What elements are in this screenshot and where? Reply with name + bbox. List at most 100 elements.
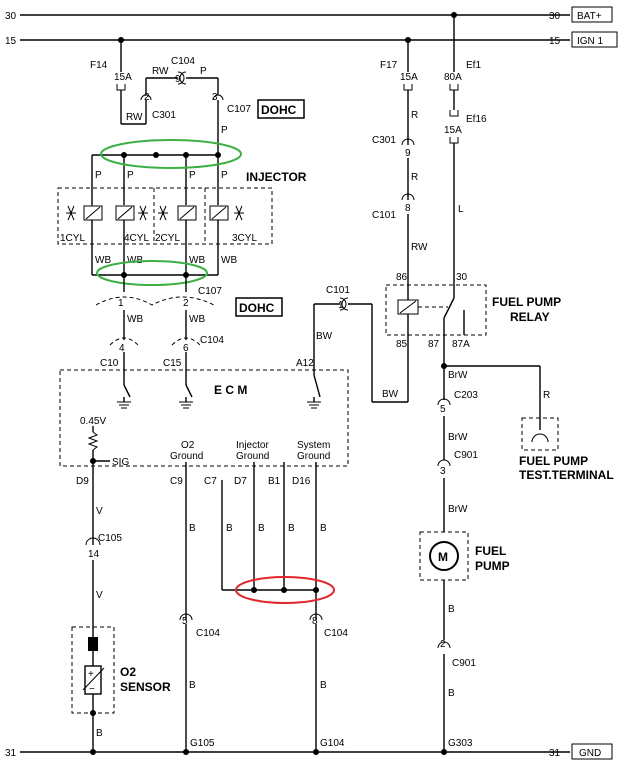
svg-text:0.45V: 0.45V — [80, 416, 106, 427]
svg-text:B: B — [320, 680, 327, 691]
c107-lower: 1 2 C107 — [95, 286, 222, 309]
svg-text:RELAY: RELAY — [510, 310, 550, 324]
ign-rail: 15 15 IGN 1 — [5, 31, 618, 48]
svg-text:RW: RW — [411, 242, 428, 253]
svg-text:−: − — [89, 684, 95, 695]
svg-text:V: V — [96, 506, 103, 517]
svg-text:+: + — [88, 669, 94, 680]
svg-text:P: P — [189, 170, 196, 181]
svg-text:C105: C105 — [98, 533, 122, 544]
svg-text:BrW: BrW — [448, 504, 468, 515]
svg-text:C7: C7 — [204, 476, 217, 487]
svg-text:8: 8 — [405, 203, 411, 214]
svg-text:DOHC: DOHC — [239, 301, 275, 315]
svg-text:G303: G303 — [448, 738, 473, 749]
c301-c104-loop: 2 RW C301 9 C104 RW P 3 C107 P — [121, 56, 251, 155]
svg-text:2CYL: 2CYL — [155, 233, 180, 244]
svg-text:WB: WB — [189, 255, 205, 266]
svg-text:C203: C203 — [454, 390, 478, 401]
svg-text:WB: WB — [127, 314, 143, 325]
ground-splice: B B B B 8 C104 B G104 — [221, 462, 348, 755]
svg-text:P: P — [95, 170, 102, 181]
svg-text:C104: C104 — [200, 335, 224, 346]
svg-text:3: 3 — [212, 92, 218, 103]
svg-text:B: B — [96, 728, 103, 739]
svg-text:GND: GND — [579, 748, 601, 759]
svg-text:B1: B1 — [268, 476, 281, 487]
svg-text:Ef16: Ef16 — [466, 114, 487, 125]
svg-text:BrW: BrW — [448, 370, 468, 381]
svg-text:Ground: Ground — [297, 451, 330, 462]
injector-p-bus: P P P P — [91, 139, 242, 205]
svg-text:SIG: SIG — [112, 457, 129, 468]
svg-text:Ground: Ground — [170, 451, 203, 462]
svg-text:G104: G104 — [320, 738, 345, 749]
svg-text:15: 15 — [5, 36, 17, 47]
svg-text:1: 1 — [338, 300, 344, 311]
svg-text:F17: F17 — [380, 60, 398, 71]
svg-text:4CYL: 4CYL — [124, 233, 149, 244]
svg-text:8: 8 — [312, 616, 318, 627]
green-highlight-top — [100, 139, 242, 169]
green-highlight-bottom — [96, 260, 208, 286]
svg-text:TEST.TERMINAL: TEST.TERMINAL — [519, 468, 614, 482]
svg-text:R: R — [411, 172, 418, 183]
svg-text:87A: 87A — [452, 339, 470, 350]
svg-text:R: R — [411, 110, 418, 121]
svg-text:PUMP: PUMP — [475, 559, 510, 573]
svg-text:C15: C15 — [163, 358, 182, 369]
svg-text:C104: C104 — [171, 56, 195, 67]
svg-text:C9: C9 — [170, 476, 183, 487]
svg-text:80A: 80A — [444, 72, 462, 83]
svg-text:B: B — [288, 523, 295, 534]
svg-text:D7: D7 — [234, 476, 247, 487]
svg-text:Ground: Ground — [236, 451, 269, 462]
svg-text:31: 31 — [5, 748, 17, 759]
svg-text:D16: D16 — [292, 476, 311, 487]
svg-text:B: B — [448, 604, 455, 615]
svg-text:System: System — [297, 440, 330, 451]
svg-text:B: B — [189, 523, 196, 534]
svg-text:B: B — [189, 680, 196, 691]
svg-text:O2: O2 — [181, 440, 195, 451]
fuel-pump-motor: M FUEL PUMP B 2 C901 B G303 — [419, 531, 510, 755]
svg-text:FUEL: FUEL — [475, 544, 506, 558]
svg-text:B: B — [448, 688, 455, 699]
svg-text:C301: C301 — [372, 135, 396, 146]
svg-text:E C M: E C M — [214, 383, 247, 397]
svg-text:6: 6 — [183, 343, 189, 354]
svg-text:P: P — [200, 66, 207, 77]
svg-text:BrW: BrW — [448, 432, 468, 443]
svg-text:15A: 15A — [114, 72, 132, 83]
injector-box: 1CYL 4CYL 2CYL 3CYL — [57, 187, 273, 275]
svg-text:2: 2 — [144, 92, 150, 103]
fuel-pump-test-terminal: FUEL PUMP TEST.TERMINAL — [519, 417, 614, 482]
svg-text:C101: C101 — [372, 210, 396, 221]
dohc-badge-lower: DOHC — [235, 297, 283, 317]
svg-text:4: 4 — [119, 343, 125, 354]
svg-text:15A: 15A — [400, 72, 418, 83]
svg-text:30: 30 — [549, 11, 561, 22]
svg-text:14: 14 — [88, 549, 100, 560]
o2-ground-branch: B 5 C104 B G105 — [179, 462, 220, 755]
svg-text:Injector: Injector — [236, 440, 269, 451]
svg-text:C107: C107 — [227, 104, 251, 115]
svg-text:WB: WB — [221, 255, 237, 266]
svg-text:P: P — [221, 125, 228, 136]
svg-text:2: 2 — [440, 639, 446, 650]
svg-text:DOHC: DOHC — [261, 103, 297, 117]
gnd-rail: 31 31 GND — [5, 743, 613, 760]
spray-icon — [66, 205, 244, 221]
red-highlight — [235, 576, 335, 604]
svg-text:B: B — [226, 523, 233, 534]
svg-text:BAT+: BAT+ — [577, 11, 602, 22]
svg-text:BW: BW — [316, 331, 333, 342]
fuel-pump-relay: 86 30 85 87 87A FUEL PUMP RELAY — [385, 272, 561, 350]
svg-text:D9: D9 — [76, 476, 89, 487]
svg-text:5: 5 — [182, 616, 188, 627]
ecm-box: E C M C10 C15 A12 0.45V SIG O2 Ground In… — [59, 358, 349, 500]
svg-text:A12: A12 — [296, 358, 314, 369]
svg-text:C301: C301 — [152, 110, 176, 121]
relay-output: BrW R 5 C203 BrW 3 C901 BrW — [437, 335, 550, 532]
